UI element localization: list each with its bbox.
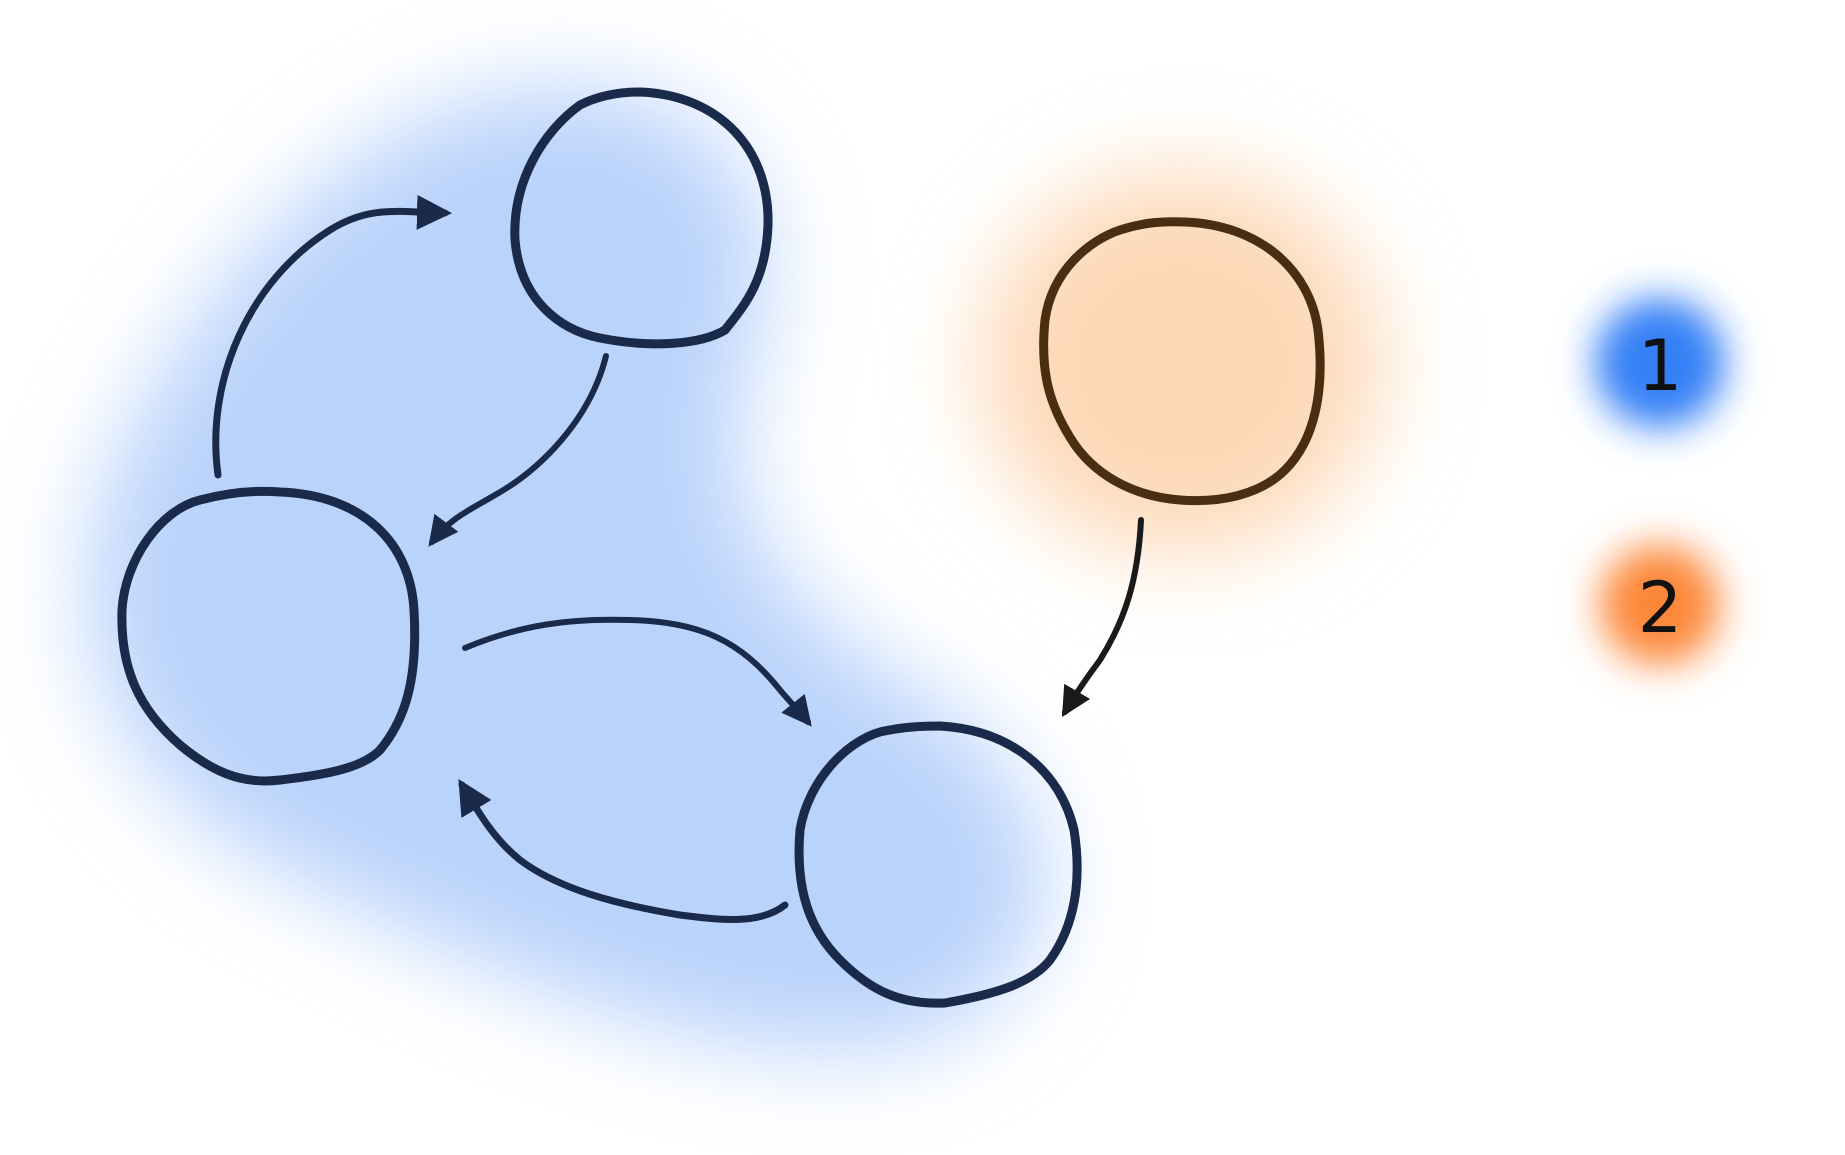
node-top[interactable]: [510, 87, 773, 349]
node-bottom[interactable]: [794, 721, 1082, 1008]
node-orange[interactable]: [1039, 217, 1325, 506]
edge-orange-to-bottom: [1061, 517, 1144, 718]
legend: 1 2: [1600, 303, 1720, 660]
edge-left-to-bottom: [462, 616, 812, 727]
edge-bottom-to-left: [458, 778, 789, 923]
legend-item-2: 2: [1605, 550, 1715, 660]
legend-item-1: 1: [1600, 303, 1720, 423]
edge-top-to-left: [428, 353, 609, 547]
group-1-highlight: [87, 85, 1047, 1053]
legend-label-1: 1: [1638, 325, 1683, 407]
legend-label-2: 2: [1638, 567, 1683, 649]
node-left[interactable]: [117, 486, 420, 786]
edge-left-to-top: [212, 194, 452, 479]
